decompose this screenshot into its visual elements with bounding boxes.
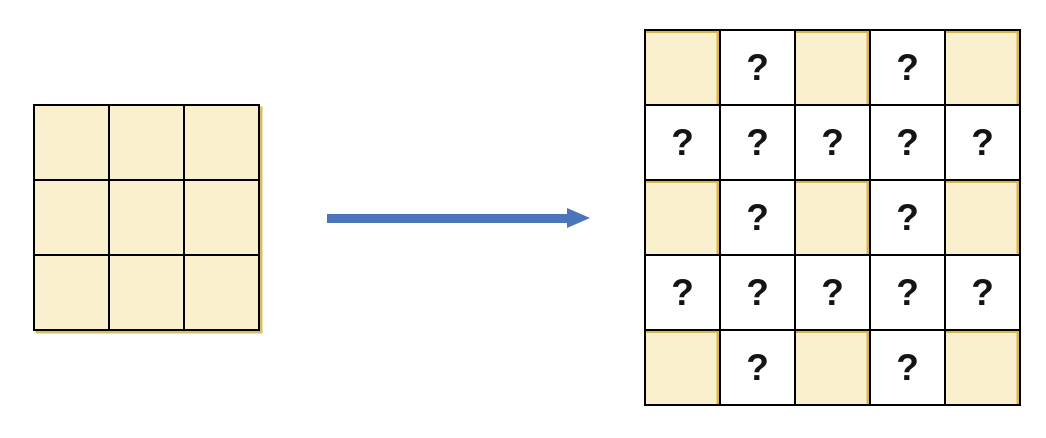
filled-cell	[646, 31, 719, 104]
filled-cell	[110, 181, 183, 254]
filled-cell	[796, 331, 869, 404]
filled-cell	[185, 106, 258, 179]
unknown-cell: ?	[871, 331, 944, 404]
unknown-cell: ?	[796, 256, 869, 329]
unknown-cell: ?	[646, 106, 719, 179]
filled-cell	[796, 181, 869, 254]
filled-cell	[646, 181, 719, 254]
transform-arrow	[327, 208, 590, 228]
filled-cell	[35, 256, 108, 329]
unknown-cell: ?	[646, 256, 719, 329]
filled-cell	[110, 106, 183, 179]
filled-cell	[796, 31, 869, 104]
output-grid-5x5: ????????????????	[644, 29, 1021, 406]
filled-cell	[946, 181, 1019, 254]
filled-cell	[185, 181, 258, 254]
filled-cell	[110, 256, 183, 329]
filled-cell	[35, 106, 108, 179]
unknown-cell: ?	[946, 106, 1019, 179]
unknown-cell: ?	[721, 106, 794, 179]
arrow-head-right-icon	[567, 208, 590, 228]
unknown-cell: ?	[721, 181, 794, 254]
unknown-cell: ?	[721, 331, 794, 404]
unknown-cell: ?	[871, 256, 944, 329]
filled-cell	[946, 31, 1019, 104]
arrow-shaft	[327, 214, 568, 223]
unknown-cell: ?	[871, 31, 944, 104]
filled-cell	[946, 331, 1019, 404]
input-grid-3x3	[33, 104, 260, 331]
unknown-cell: ?	[871, 181, 944, 254]
unknown-cell: ?	[946, 256, 1019, 329]
unknown-cell: ?	[721, 256, 794, 329]
unknown-cell: ?	[871, 106, 944, 179]
unknown-cell: ?	[721, 31, 794, 104]
filled-cell	[35, 181, 108, 254]
unknown-cell: ?	[796, 106, 869, 179]
filled-cell	[185, 256, 258, 329]
filled-cell	[646, 331, 719, 404]
